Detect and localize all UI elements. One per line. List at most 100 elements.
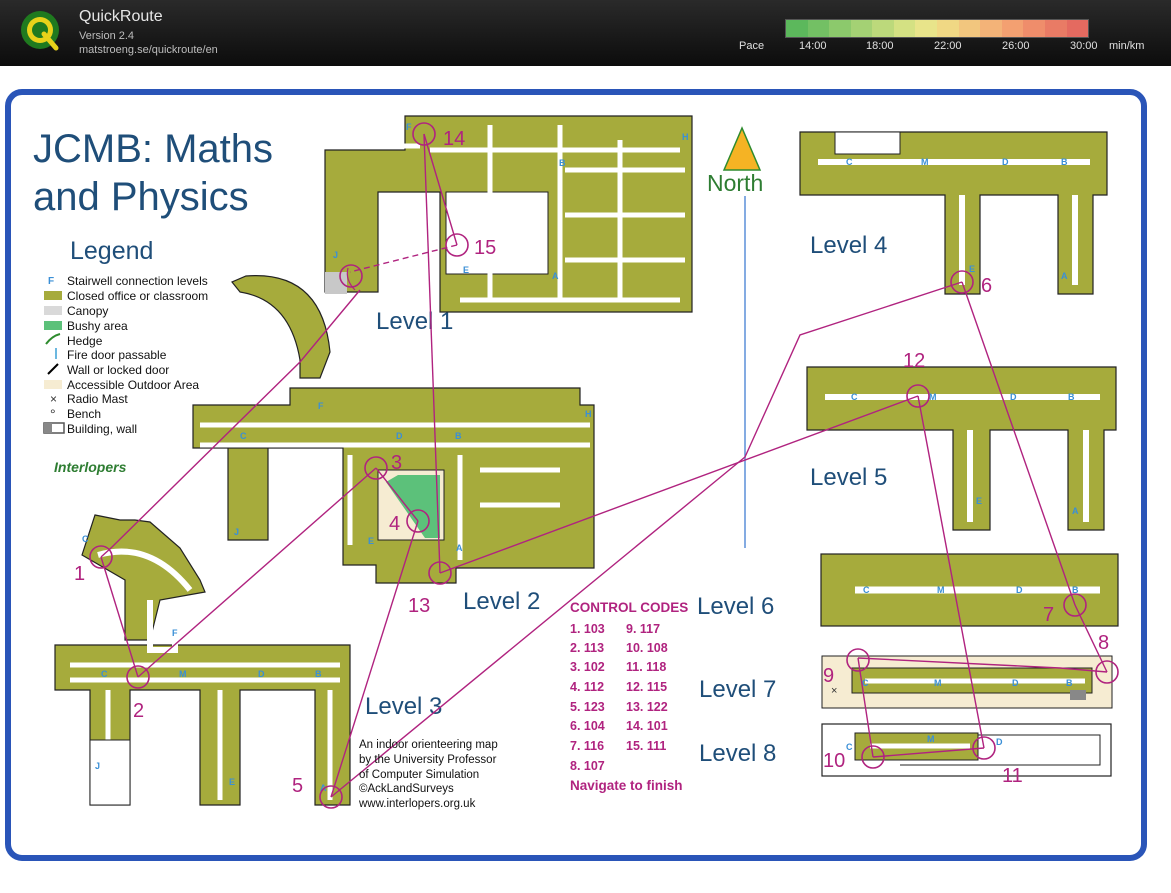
map-frame [5, 89, 1147, 861]
control-code: 13. 122 [626, 700, 668, 714]
legend-swatch-cream [44, 380, 62, 389]
room-letter: M [927, 734, 935, 744]
room-letter: E [368, 536, 374, 546]
room-letter: D [1010, 392, 1017, 402]
legend-swatch-olive [44, 291, 62, 300]
pace-unit: min/km [1109, 40, 1145, 52]
room-letter: J [333, 250, 338, 260]
pace-color-cell [786, 20, 808, 37]
room-letter: E [229, 777, 235, 787]
control-code: 7. 116 [570, 739, 604, 753]
control-number: 15 [474, 237, 496, 259]
credit-line: An indoor orienteering map [359, 739, 498, 751]
room-letter: M [934, 678, 942, 688]
pace-color-cell [1066, 20, 1089, 37]
room-letter: D [258, 669, 265, 679]
pace-color-cell [915, 20, 938, 37]
orienteering-map[interactable]: JCMB: Maths and Physics Legend F × ° Sta… [0, 66, 1171, 893]
room-letter: B [315, 669, 322, 679]
app-version: Version 2.4 [79, 30, 135, 42]
legend-swatch-green [44, 321, 62, 330]
control-code: 11. 118 [626, 660, 666, 674]
legend-label: Fire door passable [67, 348, 167, 362]
room-letter: C [82, 534, 89, 544]
room-letter: J [95, 761, 100, 771]
quickroute-logo-icon [21, 11, 59, 51]
app-title: QuickRoute [79, 8, 163, 25]
room-letter: C [862, 678, 869, 688]
north-arrow-icon [722, 126, 762, 171]
north-label: North [707, 170, 763, 196]
room-letter: C [863, 585, 870, 595]
north-arrow: North [707, 126, 763, 548]
control-number: 7 [1043, 604, 1054, 626]
room-letter: M [937, 585, 945, 595]
room-letter: C [240, 431, 247, 441]
control-number: 4 [389, 513, 400, 535]
pace-tick: 26:00 [1002, 40, 1030, 52]
pace-color-cell [958, 20, 981, 37]
legend-wall-icon [47, 363, 59, 375]
room-letter: F [406, 122, 412, 132]
legend: Legend F × ° Stairwell connection levels… [43, 237, 208, 475]
control-number: 10 [823, 750, 845, 772]
control-code: 2. 113 [570, 641, 604, 655]
room-letter: M [179, 669, 187, 679]
map-title-line2: and Physics [33, 175, 249, 219]
radio-mast-icon: × [831, 685, 837, 697]
legend-label: Canopy [67, 304, 108, 318]
control-number: 11 [1002, 765, 1023, 787]
room-letter: D [396, 431, 403, 441]
credit-line: ©AckLandSurveys [359, 783, 454, 795]
map-title-line1: JCMB: Maths [33, 127, 273, 171]
pace-color-cell [807, 20, 830, 37]
room-letter: A [456, 543, 463, 553]
pace-color-cell [1044, 20, 1067, 37]
control-code: 3. 102 [570, 660, 605, 674]
control-circle [950, 270, 974, 294]
legend-label: Stairwell connection levels [67, 274, 208, 288]
room-letter: B [1066, 678, 1073, 688]
room-letter: F [318, 401, 324, 411]
pace-color-cell [893, 20, 916, 37]
legend-radio-mast-icon: × [50, 392, 57, 406]
control-code: 15. 111 [626, 739, 666, 753]
control-code: 14. 101 [626, 719, 668, 733]
control-number: 6 [981, 275, 992, 297]
title-bar: QuickRoute Version 2.4 matstroeng.se/qui… [0, 0, 1171, 66]
room-letter: C [846, 742, 853, 752]
controls [89, 122, 1119, 809]
credit-line: of Computer Simulation [359, 769, 479, 781]
control-code: 4. 112 [570, 680, 604, 694]
legend-swatch-grey [44, 306, 62, 315]
pace-color-cell [872, 20, 894, 37]
legend-hedge-icon [45, 333, 61, 345]
finish-instruction: Navigate to finish [570, 778, 683, 793]
room-letter: A [1061, 271, 1068, 281]
control-code: 10. 108 [626, 641, 668, 655]
control-code: 9. 117 [626, 622, 660, 636]
pace-color-cell [1023, 20, 1045, 37]
control-circle [846, 648, 870, 672]
credits: An indoor orienteering map by the Univer… [358, 739, 498, 810]
room-letter: E [969, 264, 975, 274]
pace-label: Pace [739, 40, 765, 52]
level-label: Level 4 [810, 232, 887, 259]
control-number: 12 [903, 350, 925, 372]
legend-label: Radio Mast [67, 392, 128, 406]
control-number: 14 [443, 128, 465, 150]
pace-color-cell [980, 20, 1002, 37]
legend-label: Accessible Outdoor Area [67, 378, 199, 392]
level-label: Level 1 [376, 308, 453, 335]
control-codes: CONTROL CODES 1. 103 2. 113 3. 102 4. 11… [570, 600, 688, 793]
pace-color-cell [1001, 20, 1024, 37]
pace-color-scale [785, 19, 1089, 38]
room-letter: D [996, 737, 1003, 747]
level-5-floor [806, 366, 1117, 531]
control-number: 2 [133, 700, 144, 722]
control-number: 13 [408, 595, 430, 617]
pace-color-cell [829, 20, 851, 37]
club-logo: Interlopers [54, 459, 127, 475]
app-url[interactable]: matstroeng.se/quickroute/en [79, 44, 218, 56]
control-number: 9 [823, 665, 834, 687]
